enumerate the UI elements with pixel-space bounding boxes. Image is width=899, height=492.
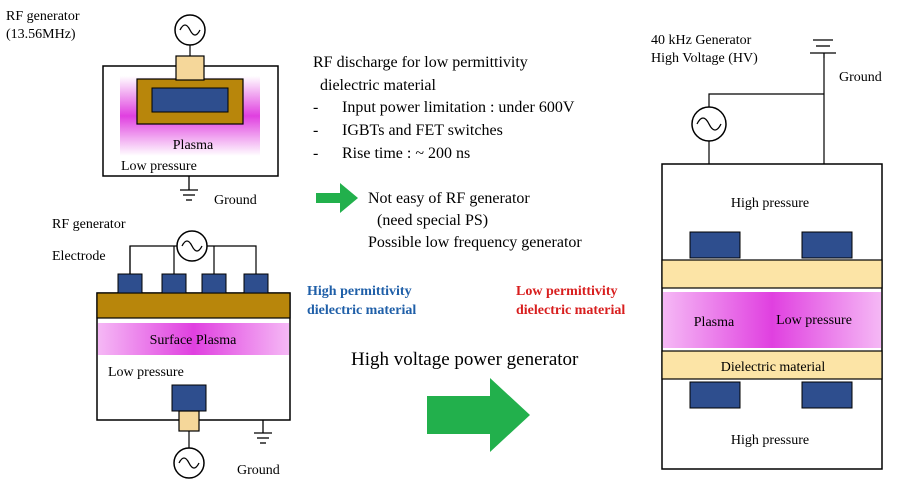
- right-plasma-region: [663, 292, 881, 348]
- bottom-left-bottom-connector: [178, 410, 200, 432]
- conclusion-line1: Not easy of RF generator: [368, 190, 530, 207]
- right-lower-dielectric: [661, 350, 883, 380]
- right-upper-electrode-left: [689, 231, 741, 259]
- high-permittivity-label: High permittivity dielectric material: [307, 284, 416, 318]
- hv-generator-label: High voltage power generator: [351, 349, 579, 370]
- low-perm-line1: Low permittivity: [516, 284, 617, 299]
- right-plasma-label: Plasma: [694, 315, 735, 330]
- bottom-left-pressure-label: Low pressure: [108, 365, 184, 380]
- high-perm-line1: High permittivity: [307, 284, 412, 299]
- top-left-rf-frequency: (13.56MHz): [6, 27, 76, 42]
- bullet-marker: -: [313, 122, 318, 139]
- right-generator-line2: High Voltage (HV): [651, 51, 758, 66]
- bottom-left-electrode-label: Electrode: [52, 249, 106, 264]
- right-low-pressure-label: Low pressure: [776, 313, 852, 328]
- right-upper-dielectric: [661, 259, 883, 289]
- bottom-left-top-sine-icon: [181, 240, 203, 252]
- top-left-electrode: [151, 87, 229, 113]
- top-left-chamber-group: RF generator (13.56MHz) Plasma Low press…: [6, 9, 279, 208]
- right-ground-label: Ground: [839, 70, 882, 85]
- bullet-marker: -: [313, 99, 318, 116]
- right-high-pressure-bottom: High pressure: [731, 433, 809, 448]
- right-upper-electrode-right: [801, 231, 853, 259]
- bottom-left-ground-label: Ground: [237, 463, 280, 478]
- notes-title-line1: RF discharge for low permittivity: [313, 54, 528, 71]
- bottom-left-chamber-group: RF generator Electrode Surface Plasma Lo…: [52, 217, 291, 479]
- notes-group: RF discharge for low permittivity dielec…: [313, 54, 582, 251]
- right-top-wire: [708, 93, 824, 108]
- bottom-left-bottom-electrode: [171, 384, 207, 412]
- bottom-left-right-wire: [207, 245, 257, 274]
- conclusion-line2: (need special PS): [377, 212, 488, 229]
- right-high-pressure-top: High pressure: [731, 196, 809, 211]
- bullet-item: Input power limitation : under 600V: [342, 99, 575, 116]
- top-left-connector: [175, 55, 205, 81]
- top-left-plasma-label: Plasma: [173, 138, 214, 153]
- top-left-ground-icon: [180, 176, 198, 201]
- bullet-marker: -: [313, 145, 318, 162]
- right-ground-icon: [810, 39, 836, 58]
- conclusion-line3: Possible low frequency generator: [368, 234, 582, 251]
- top-left-sine-icon: [179, 24, 201, 36]
- bullet-item: Rise time : ~ 200 ns: [342, 145, 470, 162]
- right-generator-line1: 40 kHz Generator: [651, 33, 752, 48]
- bottom-left-dielectric: [96, 292, 291, 319]
- top-left-pressure-label: Low pressure: [121, 159, 197, 174]
- top-left-ground-label: Ground: [214, 193, 257, 208]
- right-dielectric-label: Dielectric material: [721, 360, 826, 375]
- top-left-rf-label: RF generator: [6, 9, 80, 24]
- right-lower-electrode-left: [689, 381, 741, 409]
- low-permittivity-label: Low permittivity dielectric material: [516, 284, 625, 318]
- right-sine-icon: [696, 117, 722, 131]
- right-chamber-group: 40 kHz Generator High Voltage (HV) Groun…: [651, 33, 883, 470]
- bottom-left-left-wire: [129, 245, 177, 274]
- low-perm-line2: dielectric material: [516, 303, 625, 318]
- surface-electrode: [117, 273, 143, 294]
- bottom-left-plasma-label: Surface Plasma: [150, 333, 237, 348]
- conclusion-arrow-icon: [316, 183, 358, 213]
- right-lower-electrode-right: [801, 381, 853, 409]
- surface-electrode: [243, 273, 269, 294]
- surface-electrode: [161, 273, 187, 294]
- bottom-left-ground-icon: [254, 420, 272, 444]
- bullet-item: IGBTs and FET switches: [342, 122, 503, 139]
- high-perm-line2: dielectric material: [307, 303, 416, 318]
- surface-electrode: [201, 273, 227, 294]
- bottom-left-surface-plasma: [98, 323, 289, 355]
- bottom-left-bottom-sine-icon: [178, 457, 200, 469]
- bottom-left-rf-label: RF generator: [52, 217, 126, 232]
- big-arrow-icon: [427, 378, 530, 452]
- notes-title-line2: dielectric material: [320, 77, 436, 94]
